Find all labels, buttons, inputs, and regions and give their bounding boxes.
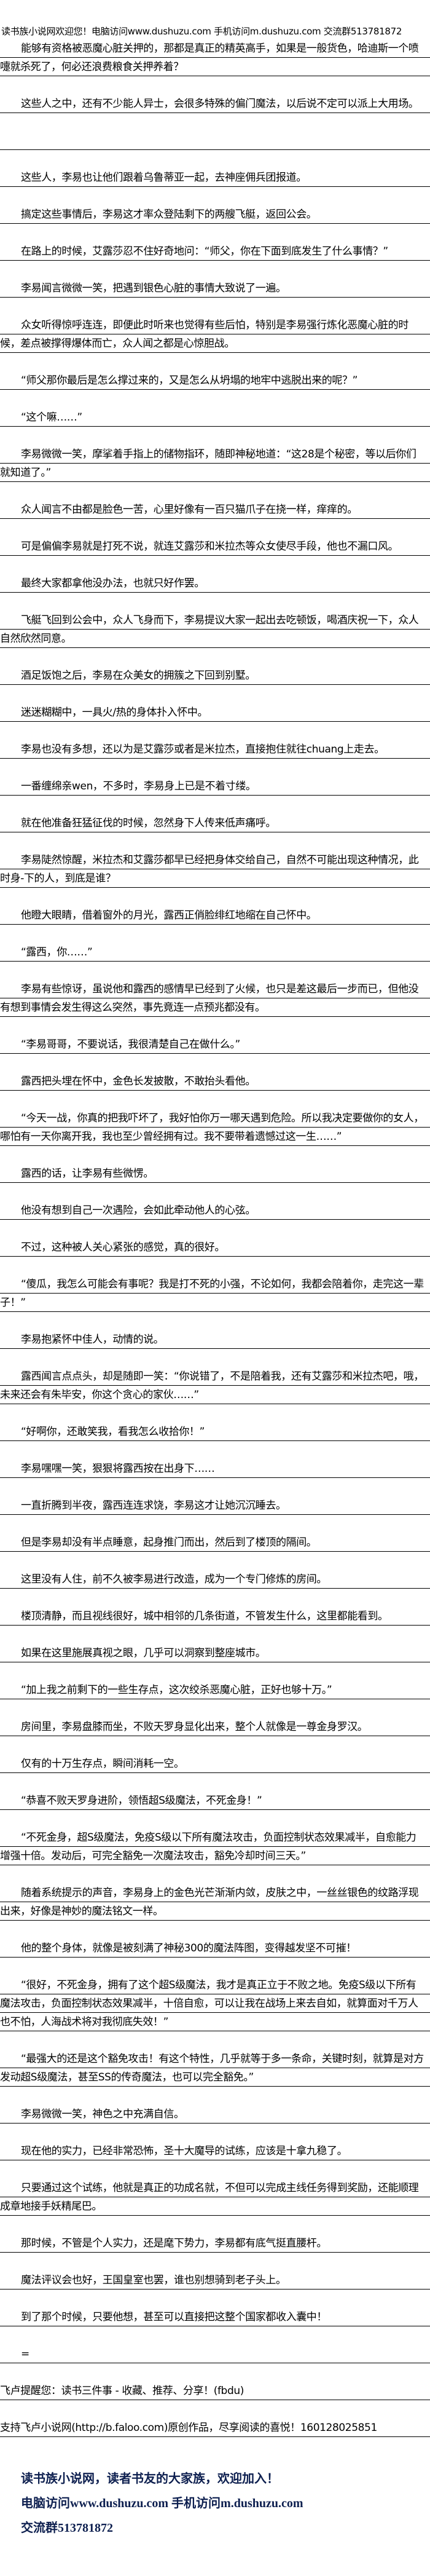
- chapter-paragraph: 酒足饭饱之后，李易在众美女的拥簇之下回到别墅。: [0, 666, 430, 685]
- source-note: 飞卢提醒您：读书三件事 - 收藏、推荐、分享！(fbdu): [0, 2382, 430, 2400]
- chapter-paragraph: 一番缠绵亲wen，不多时，李易身上已是不着寸缕。: [0, 777, 430, 796]
- chapter-paragraph: “师父那你最后是怎么撑过来的，又是怎么从坍塌的地牢中逃脱出来的呢？”: [0, 371, 430, 390]
- chapter-paragraph: “这个嘛……”: [0, 408, 430, 427]
- chapter-paragraph: 如果在这里施展真视之眼，几乎可以洞察到整座城市。: [0, 1644, 430, 1662]
- footer-group-number: 交流群513781872: [21, 2521, 113, 2535]
- chapter-paragraph: “不死金身，超S级魔法，免疫S级以下所有魔法攻击，负面控制状态效果减半，自愈能力…: [0, 1828, 430, 1865]
- chapter-paragraph: 在路上的时候，艾露莎忍不住好奇地问：“师父，你在下面到底发生了什么事情？”: [0, 242, 430, 261]
- chapter-paragraph: “今天一战，你真的把我吓坏了，我好怕你万一哪天遇到危险。所以我决定要做你的女人，…: [0, 1109, 430, 1146]
- chapter-paragraph: 李易也没有多想，还以为是艾露莎或者是米拉杰，直接抱住就往chuang上走去。: [0, 740, 430, 759]
- chapter-paragraph: 众女听得惊呼连连，即便此时听来也觉得有些后怕，特别是李易强行炼化恶魔心脏的时候，…: [0, 316, 430, 353]
- chapter-content: 能够有资格被恶魔心脏关押的，那都是真正的精英高手，如果是一般货色，哈迪斯一个喷嚏…: [0, 39, 430, 2455]
- chapter-paragraph: 这里没有人住，前不久被李易进行改造，成为一个专门修炼的房间。: [0, 1570, 430, 1589]
- chapter-paragraph: 只要通过这个试练，他就是真正的功成名就，不但可以完成主线任务得到奖励，还能顺理成…: [0, 2179, 430, 2216]
- chapter-paragraph: “最强大的还是这个豁免攻击！有这个特性，几乎就等于多一条命，关键时刻，就算是对方…: [0, 2050, 430, 2087]
- chapter-paragraph: 露西把头埋在怀中，金色长发披散，不敢抬头看他。: [0, 1072, 430, 1091]
- chapter-paragraph: 他瞪大眼睛，借着窗外的月光，露西正俏脸绯红地缩在自己怀中。: [0, 906, 430, 925]
- chapter-paragraph: 仅有的十万生存点，瞬间消耗一空。: [0, 1755, 430, 1773]
- footer-access-links: 电脑访问www.dushuzu.com 手机访问m.dushuzu.com: [21, 2497, 303, 2510]
- chapter-paragraph: “加上我之前剩下的一些生存点，这次绞杀恶魔心脏，正好也够十万。”: [0, 1681, 430, 1699]
- chapter-paragraph: 迷迷糊糊中，一具火/热的身体扑入怀中。: [0, 703, 430, 722]
- chapter-paragraph: 不过，这种被人关心紧张的感觉，真的很好。: [0, 1238, 430, 1257]
- chapter-paragraph: 现在他的实力，已经非常恐怖，圣十大魔导的试练，应该是十拿九稳了。: [0, 2142, 430, 2160]
- chapter-paragraph: 李易抱紧怀中佳人，动情的说。: [0, 1330, 430, 1349]
- chapter-paragraph: “傻瓜，我怎么可能会有事呢？我是打不死的小强，不论如何，我都会陪着你，走完这一辈…: [0, 1275, 430, 1312]
- chapter-paragraph: 但是李易却没有半点睡意，起身推门而出，然后到了楼顶的隔间。: [0, 1533, 430, 1552]
- chapter-paragraph: 能够有资格被恶魔心脏关押的，那都是真正的精英高手，如果是一般货色，哈迪斯一个喷嚏…: [0, 39, 430, 76]
- chapter-paragraph: “恭喜不败天罗身进阶，领悟超S级魔法，不死金身！”: [0, 1792, 430, 1810]
- site-footer: 读书族小说网，读者书友的大家族，欢迎加入！ 电脑访问www.dushuzu.co…: [21, 2467, 303, 2540]
- chapter-paragraph: 这些人之中，还有不少能人异士，会很多特殊的偏门魔法，以后说不定可以派上大用场。: [0, 95, 430, 113]
- chapter-paragraph: 李易嘿嘿一笑，狠狠将露西按在出身下……: [0, 1460, 430, 1478]
- chapter-paragraph: 一直折腾到半夜，露西连连求饶，李易这才让她沉沉睡去。: [0, 1496, 430, 1515]
- chapter-paragraph: 李易闻言微微一笑，把遇到银色心脏的事情大致说了一遍。: [0, 279, 430, 298]
- chapter-paragraph: 他的整个身体，就像是被刻满了神秘300的魔法阵图，变得越发坚不可摧！: [0, 1939, 430, 1958]
- chapter-paragraph: [0, 132, 430, 150]
- chapter-paragraph: 李易陡然惊醒，米拉杰和艾露莎都早已经把身体交给自己，自然不可能出现这种情况，此时…: [0, 851, 430, 888]
- site-welcome-banner: 读书族小说网欢迎您！电脑访问www.dushuzu.com 手机访问m.dush…: [1, 26, 402, 37]
- chapter-paragraph: “露西，你……”: [0, 943, 430, 962]
- chapter-paragraph: 飞艇飞回到公会中，众人飞身而下，李易提议大家一起出去吃顿饭，喝酒庆祝一下，众人自…: [0, 611, 430, 648]
- chapter-paragraph: 魔法评议会也好，王国皇室也罢，谁也别想骑到老子头上。: [0, 2271, 430, 2290]
- chapter-paragraph: 最终大家都拿他没办法，也就只好作罢。: [0, 574, 430, 593]
- chapter-paragraph: 李易微微一笑，神色之中充满自信。: [0, 2105, 430, 2124]
- chapter-paragraph: 房间里，李易盘膝而坐，不败天罗身显化出来，整个人就像是一尊金身罗汉。: [0, 1718, 430, 1736]
- chapter-paragraph: 到了那个时候，只要他想，甚至可以直接把这整个国家都收入囊中！: [0, 2308, 430, 2326]
- chapter-paragraph: 李易有些惊讶，虽说他和露西的感情早已经到了火候，也只是差这最后一步而已，但他没有…: [0, 980, 430, 1017]
- chapter-paragraph: 露西闻言点点头，却是随即一笑：“你说错了，不是陪着我，还有艾露莎和米拉杰吧，哦，…: [0, 1367, 430, 1404]
- chapter-paragraph: 那时候，不管是个人实力，还是麾下势力，李易都有底气挺直腰杆。: [0, 2234, 430, 2253]
- chapter-paragraph: =: [0, 2345, 430, 2363]
- chapter-paragraph: 可是偏偏李易就是打死不说，就连艾露莎和米拉杰等众女使尽手段，他也不漏口风。: [0, 537, 430, 556]
- chapter-paragraph: 随着系统提示的声音，李易身上的金色光芒渐渐内敛，皮肤之中，一丝丝银色的纹路浮现出…: [0, 1884, 430, 1921]
- chapter-paragraph: 露西的话，让李易有些微愣。: [0, 1164, 430, 1183]
- chapter-paragraph: 他没有想到自己一次遇险，会如此牵动他人的心弦。: [0, 1201, 430, 1220]
- chapter-paragraph: 楼顶清静，而且视线很好，城中相邻的几条街道，不管发生什么，这里都能看到。: [0, 1607, 430, 1626]
- chapter-paragraph: 众人闻言不由都是脸色一苦，心里好像有一百只猫爪子在挠一样，痒痒的。: [0, 500, 430, 519]
- source-note: 支持飞卢小说网(http://b.faloo.com)原创作品，尽享阅读的喜悦！…: [0, 2419, 430, 2437]
- chapter-paragraph: 搞定这些事情后，李易这才率众登陆剩下的两艘飞艇，返回公会。: [0, 205, 430, 224]
- chapter-paragraph: “好啊你，还敢笑我，看我怎么收拾你！”: [0, 1423, 430, 1441]
- footer-slogan: 读书族小说网，读者书友的大家族，欢迎加入！: [21, 2472, 279, 2486]
- chapter-paragraph: 这些人，李易也让他们跟着乌鲁蒂亚一起，去神座佣兵团报道。: [0, 168, 430, 187]
- chapter-paragraph: 李易微微一笑，摩挲着手指上的储物指环，随即神秘地道：“这28是个秘密，等以后你们…: [0, 445, 430, 482]
- chapter-paragraph: “很好，不死金身，拥有了这个超S级魔法，我才是真正立于不败之地。免疫S级以下所有…: [0, 1976, 430, 2031]
- chapter-paragraph: “李易哥哥，不要说话，我很清楚自己在做什么。”: [0, 1035, 430, 1054]
- chapter-paragraph: 就在他准备狂猛征伐的时候，忽然身下人传来低声痛呼。: [0, 814, 430, 832]
